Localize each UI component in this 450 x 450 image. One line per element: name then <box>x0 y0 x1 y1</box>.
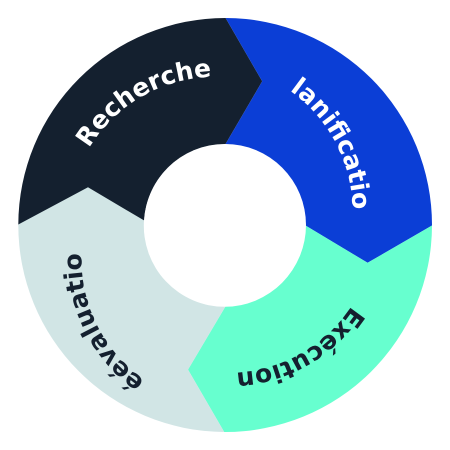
segment-recherche <box>18 17 263 225</box>
segment-reevaluation <box>18 187 226 432</box>
center-hole <box>144 144 306 306</box>
segment-planification <box>225 18 433 263</box>
segment-execution <box>188 225 432 433</box>
